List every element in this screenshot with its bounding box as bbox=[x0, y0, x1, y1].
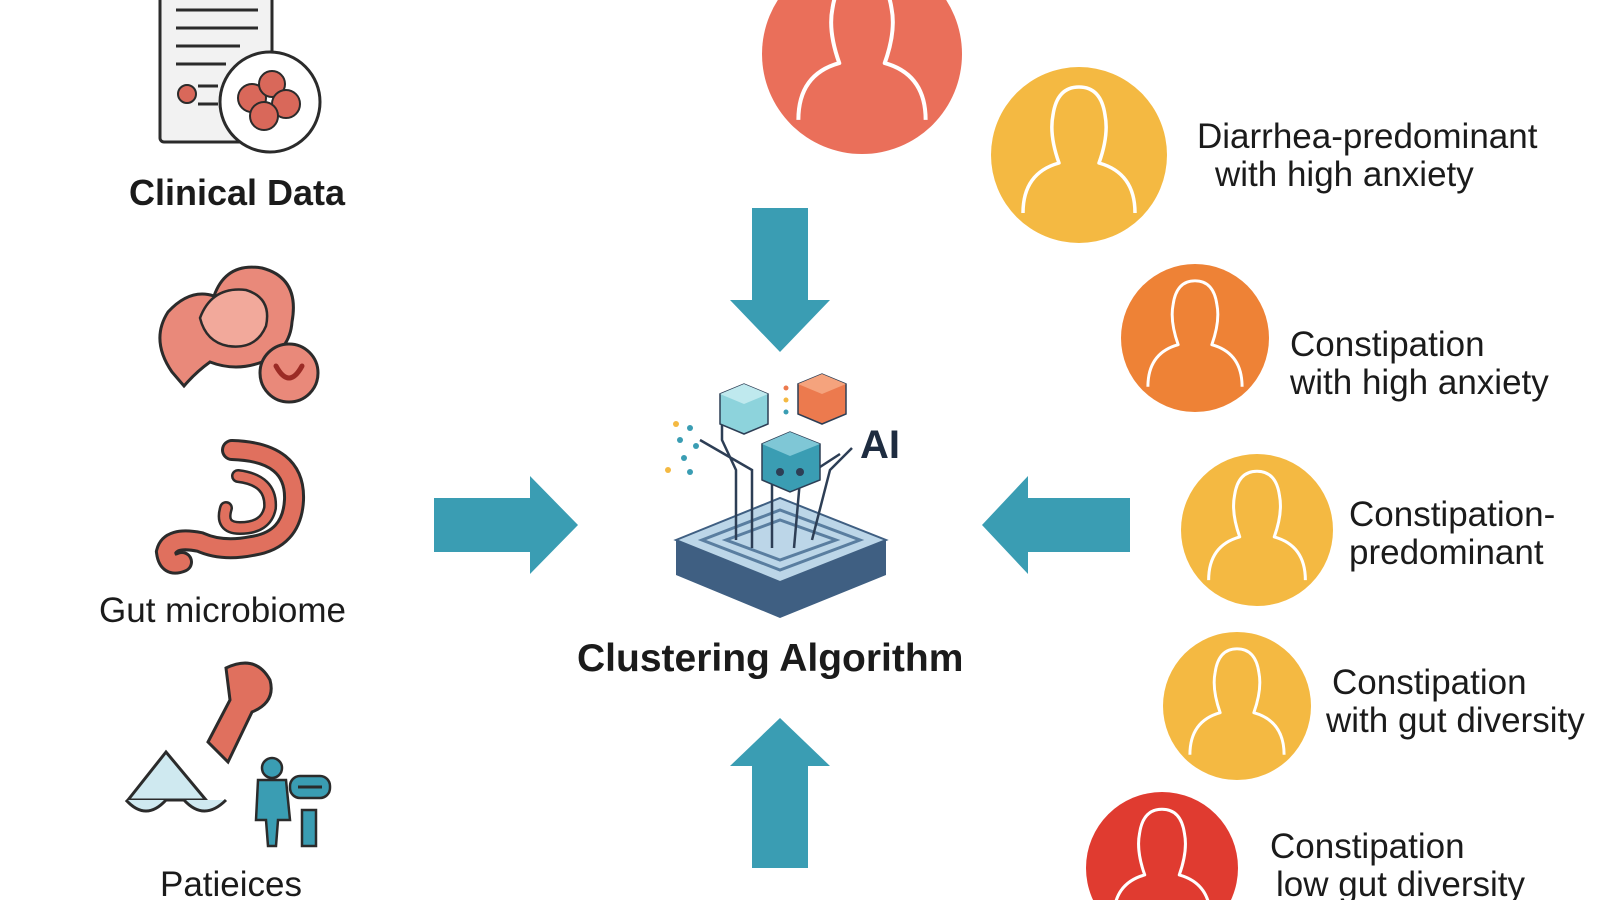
patients-label: Patieices bbox=[160, 865, 303, 900]
cluster-label-constipation-low-diversity: Constipation low gut diversity bbox=[1270, 828, 1525, 900]
clinical-data-label: Clinical Data bbox=[129, 172, 346, 213]
cluster-circle-3 bbox=[1121, 264, 1269, 412]
cluster-label-line2: with high anxiety bbox=[1215, 154, 1474, 194]
arrow-down bbox=[730, 208, 830, 352]
arrow-right bbox=[434, 476, 578, 574]
cluster-label-line1: Constipation bbox=[1290, 325, 1485, 364]
cluster-circle-6 bbox=[1086, 792, 1238, 900]
cluster-label-diarrhea-anxiety: Diarrhea-predominant with high anxiety bbox=[1197, 118, 1537, 194]
arrow-left bbox=[982, 476, 1130, 574]
cluster-circle-2 bbox=[991, 67, 1167, 243]
gut-microbiome-label: Gut microbiome bbox=[99, 591, 347, 630]
ai-label: AI bbox=[860, 423, 900, 467]
cluster-circles bbox=[762, 0, 1333, 900]
person-icon bbox=[796, 0, 928, 120]
cluster-label-constipation-predominant: Constipation- predominant bbox=[1349, 496, 1555, 572]
gut-icon bbox=[154, 439, 306, 575]
organ-icon bbox=[158, 265, 320, 404]
cluster-label-line2: low gut diversity bbox=[1276, 864, 1525, 900]
cluster-circle-5 bbox=[1163, 632, 1311, 780]
cluster-label-constipation-diversity: Constipation with gut diversity bbox=[1326, 664, 1585, 740]
cluster-label-line2: predominant bbox=[1349, 532, 1544, 572]
person-icon bbox=[1146, 279, 1244, 387]
person-icon bbox=[1188, 647, 1286, 755]
clustering-algorithm-title: Clustering Algorithm bbox=[577, 637, 964, 680]
person-icon bbox=[1021, 85, 1137, 214]
cluster-label-line2: with high anxiety bbox=[1290, 362, 1549, 402]
cluster-label-line1: Diarrhea-predominant bbox=[1197, 117, 1538, 156]
cluster-circle-1 bbox=[762, 0, 962, 154]
person-icon bbox=[1207, 469, 1307, 581]
cluster-label-line1: Constipation bbox=[1332, 663, 1527, 702]
cluster-circle-4 bbox=[1181, 454, 1333, 606]
person-icon bbox=[1114, 807, 1210, 900]
patients-icon bbox=[124, 661, 332, 848]
cluster-label-line1: Constipation- bbox=[1349, 495, 1556, 534]
arrow-up bbox=[730, 718, 830, 868]
cluster-label-constipation-anxiety: Constipation with high anxiety bbox=[1290, 326, 1549, 402]
ai-chip-icon bbox=[665, 373, 889, 618]
cluster-label-line2: with gut diversity bbox=[1326, 700, 1585, 740]
cluster-label-line1: Constipation bbox=[1270, 827, 1465, 866]
clinical-data-icon bbox=[158, 0, 322, 154]
